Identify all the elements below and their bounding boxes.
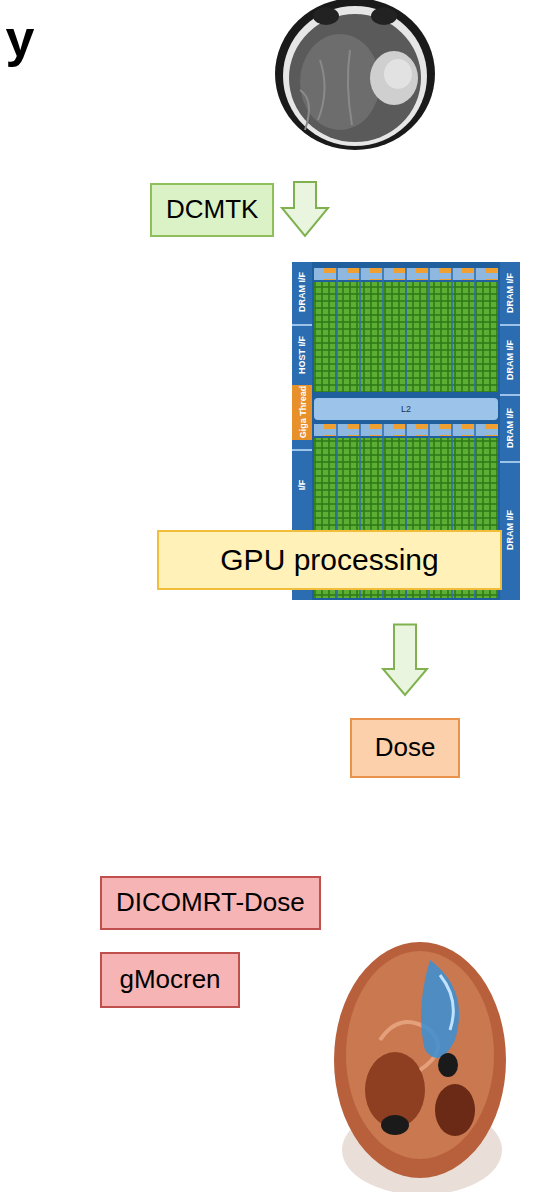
box-text: Dose bbox=[375, 733, 436, 763]
chip-label: DRAM I/F bbox=[501, 502, 519, 558]
chip-label: DRAM I/F bbox=[501, 400, 519, 456]
box-text: gMocren bbox=[119, 965, 220, 995]
chip-label: DRAM I/F bbox=[293, 264, 311, 320]
format-box: DICOMRT-Dose bbox=[100, 876, 321, 930]
format-box: gMocren bbox=[100, 952, 240, 1008]
box-text: GPU processing bbox=[220, 543, 438, 578]
box-text: DICOMRT-Dose bbox=[116, 888, 305, 918]
chip-label: DRAM I/F bbox=[501, 265, 519, 321]
chip-label: Giga Thread bbox=[293, 385, 311, 440]
head-render bbox=[334, 942, 506, 1192]
chip-label: I/F bbox=[293, 465, 311, 505]
chip-label: L2 bbox=[391, 402, 421, 416]
title-fragment: y bbox=[0, 6, 40, 70]
flow-arrow bbox=[282, 182, 328, 236]
library-box: DCMTK bbox=[150, 183, 274, 237]
box-text: DCMTK bbox=[166, 195, 258, 225]
chip-label: DRAM I/F bbox=[501, 332, 519, 388]
ct-image bbox=[275, 0, 435, 150]
output-box: Dose bbox=[350, 718, 460, 778]
flow-arrow bbox=[383, 625, 427, 695]
chip-label: HOST I/F bbox=[293, 327, 311, 383]
process-box: GPU processing bbox=[157, 530, 502, 590]
